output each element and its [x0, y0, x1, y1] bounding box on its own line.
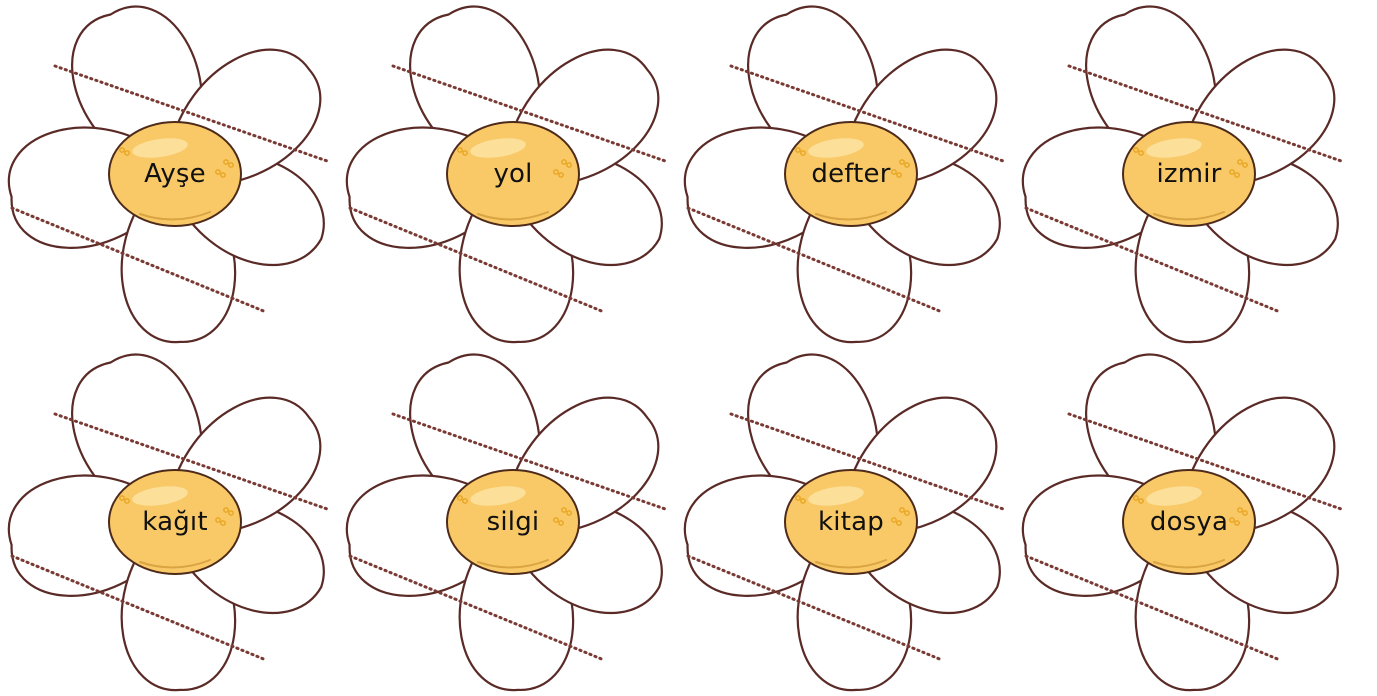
- flower-center-icon: [784, 469, 918, 575]
- flower: kağıt: [0, 348, 344, 696]
- flower: silgi: [338, 348, 682, 696]
- flower-center-icon: [446, 121, 580, 227]
- flower-word: silgi: [486, 507, 540, 537]
- flower-petal-icon: [1022, 5, 1346, 344]
- flower-word: izmir: [1156, 159, 1222, 189]
- flower: defter: [676, 0, 1020, 348]
- flower-petal-icon: [1022, 353, 1346, 692]
- writing-line: [391, 412, 670, 512]
- writing-line: [686, 554, 944, 662]
- flower-word: defter: [811, 159, 891, 189]
- writing-line: [53, 412, 332, 512]
- writing-line: [1024, 554, 1282, 662]
- flower: yol: [338, 0, 682, 348]
- flower: izmir: [1014, 0, 1358, 348]
- flower-petal-icon: [346, 5, 670, 344]
- flower-center-icon: [446, 469, 580, 575]
- flower-center-icon: [1122, 121, 1256, 227]
- flower-petal-icon: [684, 5, 1008, 344]
- writing-line: [729, 64, 1008, 164]
- flower-center-icon: [108, 469, 242, 575]
- flower-center-icon: [1122, 469, 1256, 575]
- writing-line: [391, 64, 670, 164]
- writing-line: [53, 64, 332, 164]
- writing-line: [729, 412, 1008, 512]
- flower-center-icon: [784, 121, 918, 227]
- writing-line: [10, 554, 268, 662]
- writing-line: [1024, 206, 1282, 314]
- flower-petal-icon: [346, 353, 670, 692]
- writing-line: [10, 206, 268, 314]
- flower: Ayşe: [0, 0, 344, 348]
- flower-word: kitap: [818, 507, 884, 537]
- writing-line: [686, 206, 944, 314]
- flower-word: Ayşe: [144, 159, 206, 189]
- writing-line: [348, 206, 606, 314]
- flower-word: dosya: [1149, 507, 1229, 537]
- flower: kitap: [676, 348, 1020, 696]
- flower-word: yol: [493, 159, 533, 189]
- flower-petal-icon: [8, 353, 332, 692]
- writing-line: [348, 554, 606, 662]
- writing-line: [1067, 412, 1346, 512]
- flower: dosya: [1014, 348, 1358, 696]
- flower-center-icon: [108, 121, 242, 227]
- flower-petal-icon: [8, 5, 332, 344]
- flower-petal-icon: [684, 353, 1008, 692]
- flower-word: kağıt: [142, 507, 208, 537]
- writing-line: [1067, 64, 1346, 164]
